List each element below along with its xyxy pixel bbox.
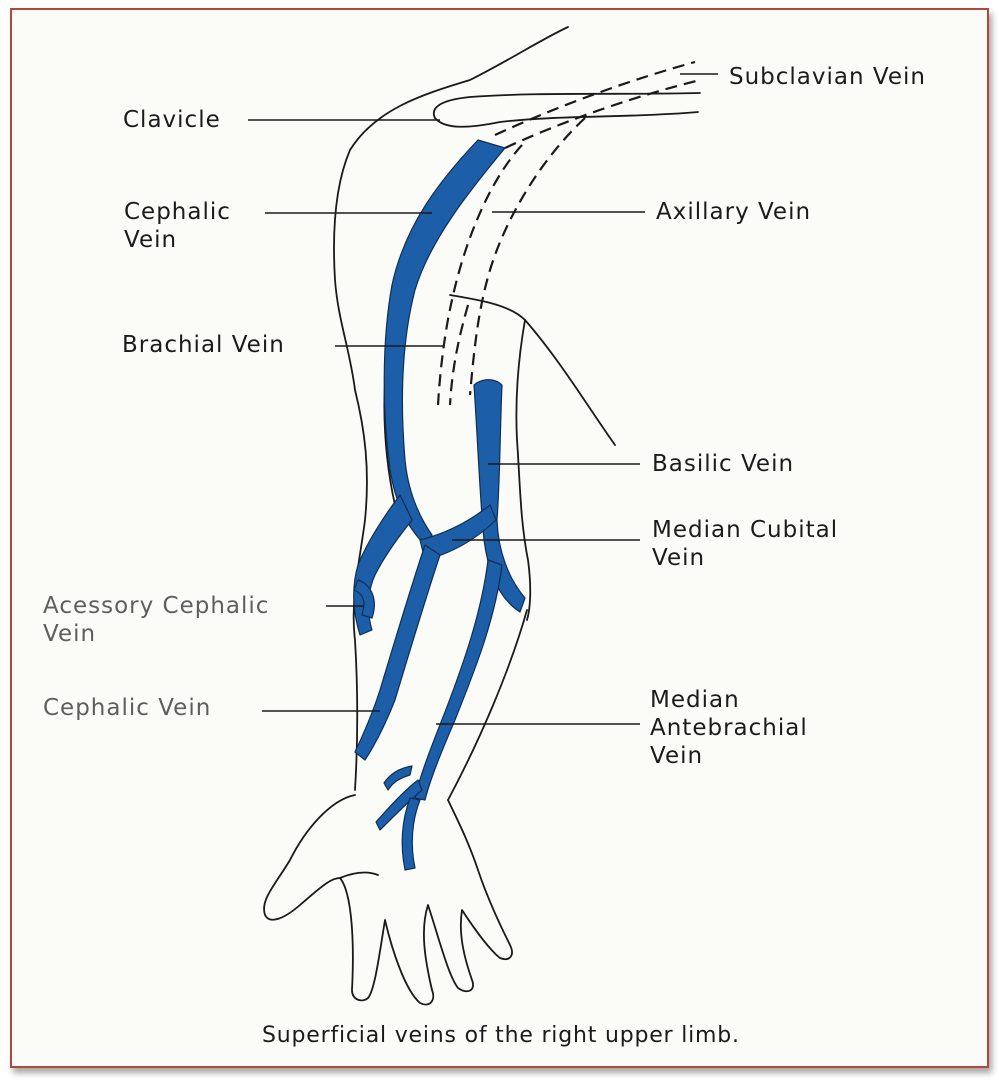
label-line: Acessory Cephalic [43, 593, 270, 619]
basilic-vein [473, 379, 526, 613]
label-cephalic-vein-lower: Cephalic Vein [43, 695, 212, 721]
figure-caption: Superficial veins of the right upper lim… [262, 1023, 740, 1048]
inner-arm-outline [515, 319, 532, 621]
subclavian-vein-path [494, 60, 696, 136]
accessory-cephalic-loop [353, 579, 375, 619]
label-cephalic-vein-upper: Cephalic Vein [124, 198, 231, 254]
label-line: Vein [43, 621, 97, 647]
label-median-antebrachial-vein: Median Antebrachial Vein [650, 686, 808, 770]
forearm-inner-outline [447, 609, 528, 801]
shoulder-outline [333, 26, 569, 791]
figure-frame [10, 8, 989, 1068]
clavicle-bone [432, 92, 701, 128]
axilla-outline [449, 294, 616, 446]
label-accessory-cephalic-vein: Acessory Cephalic Vein [43, 592, 269, 648]
cephalic-vein-forearm [354, 544, 441, 761]
brachial-vein-path [448, 304, 470, 406]
label-brachial-vein: Brachial Vein [122, 332, 285, 358]
median-antebrachial-branch-3 [383, 765, 413, 791]
median-antebrachial-vein [414, 559, 503, 801]
label-subclavian-vein: Subclavian Vein [729, 64, 926, 90]
median-antebrachial-branch-2 [401, 797, 421, 871]
label-line: Vein [124, 227, 178, 253]
label-line: Median [650, 687, 740, 713]
label-line: Median Cubital [652, 517, 839, 543]
label-line: Vein [650, 743, 704, 769]
label-median-cubital-vein: Median Cubital Vein [652, 516, 838, 572]
subclavian-vein-path-2 [504, 78, 701, 149]
label-line: Vein [652, 545, 706, 571]
axillary-vein-path-2 [468, 117, 586, 396]
axillary-vein-path [436, 144, 523, 406]
label-axillary-vein: Axillary Vein [656, 199, 812, 225]
cephalic-vein-upper [383, 139, 506, 546]
label-line: Antebrachial [650, 715, 808, 741]
label-line: Cephalic [124, 199, 231, 225]
label-clavicle: Clavicle [123, 107, 221, 133]
thumb-crease [339, 871, 379, 879]
hand-outline [263, 794, 513, 1006]
label-basilic-vein: Basilic Vein [652, 451, 795, 477]
